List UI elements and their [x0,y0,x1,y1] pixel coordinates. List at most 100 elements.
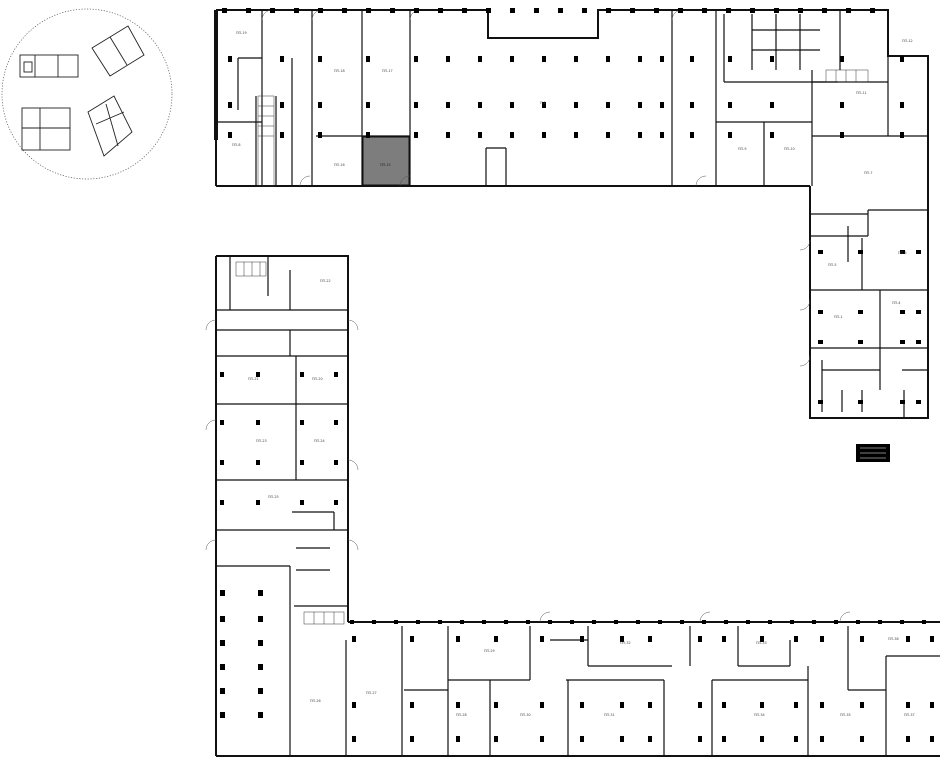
column-pad [366,132,370,138]
column-pad [414,132,418,138]
column-pad [280,132,284,138]
column-pad [900,102,904,108]
column-pad [654,8,659,13]
column-pad [220,664,225,670]
column-pad [822,8,827,13]
column-pad [620,702,624,708]
column-pad [760,636,764,642]
column-pad [906,702,910,708]
unit-label-e-a: ПП-7 [864,171,872,175]
column-pad [366,102,370,108]
unit-label-ne-e: ПП-12 [902,39,913,43]
column-pad [258,590,263,596]
column-pad [558,8,563,13]
unit-labels: ПП-19 ПП-18 ПП-17 ПП-16 ПП-15 П-1 ПП-8 П… [232,31,915,717]
column-pad [352,636,356,642]
column-pad [834,620,838,624]
unit-label-s-g: ПП-32 [620,641,631,645]
column-pad [318,56,322,62]
column-pad [228,56,232,62]
column-pad [542,56,546,62]
column-pad [820,736,824,742]
column-pad [930,736,934,742]
column-pad [680,620,684,624]
column-pad [916,400,921,404]
column-pad [728,102,732,108]
column-pad [916,310,921,314]
column-pad [620,736,624,742]
column-pad [220,460,224,465]
column-pad [228,102,232,108]
unit-label-ne-d: ПП-11 [856,91,867,95]
column-pad [526,620,530,624]
column-pad [728,132,732,138]
column-pad [300,372,304,377]
column-pad [456,636,460,642]
column-pad [438,620,442,624]
column-pad [660,132,664,138]
unit-label-w-a: ПП-19 [236,31,247,35]
unit-label-lw-d: ПП-20 [312,377,323,381]
column-pad [462,8,467,13]
column-pad [540,636,544,642]
column-pad [728,56,732,62]
staircases [235,69,869,625]
unit-label-s-j: ПП-35 [840,713,851,717]
column-pad [494,636,498,642]
column-pad [540,702,544,708]
column-pad [860,736,864,742]
column-pad [486,8,491,13]
columns [220,8,934,742]
column-pad [494,702,498,708]
column-pad [840,132,844,138]
column-pad [574,132,578,138]
column-pad [768,620,772,624]
column-pad [690,132,694,138]
column-pad [774,8,779,13]
column-pad [220,590,225,596]
column-pad [660,56,664,62]
unit-label-s-h: ПП-33 [756,641,767,645]
unit-label-s-i: ПП-34 [754,713,765,717]
column-pad [318,132,322,138]
unit-label-lw-g: ПП-25 [268,495,279,499]
unit-label-ne-a: ПП-8 [232,143,240,147]
unit-label-e-d: ПП-4 [892,301,900,305]
selected-unit[interactable] [362,136,410,186]
column-pad [900,132,904,138]
column-pad [390,8,395,13]
column-pad [760,702,764,708]
building-outline [215,9,940,757]
column-pad [222,8,227,13]
unit-label-hall: П-1 [540,101,546,105]
column-pad [580,636,584,642]
column-pad [258,616,263,622]
column-pad [702,8,707,13]
column-pad [258,640,263,646]
column-pad [482,620,486,624]
column-pad [900,250,905,254]
column-pad [256,500,260,505]
unit-label-selected: ПП-15 [380,163,391,167]
column-pad [574,56,578,62]
column-pad [534,8,539,13]
column-pad [794,702,798,708]
column-pad [456,736,460,742]
column-pad [570,620,574,624]
north-wing-walls [214,10,928,186]
column-pad [606,56,610,62]
column-pad [818,250,823,254]
column-pad [812,620,816,624]
column-pad [726,8,731,13]
column-pad [438,8,443,13]
unit-label-ne-b: ПП-9 [738,147,746,151]
unit-label-s-d: ПП-29 [484,649,495,653]
column-pad [870,8,875,13]
column-pad [300,420,304,425]
column-pad [366,8,371,13]
column-pad [900,340,905,344]
column-pad [446,102,450,108]
column-pad [790,620,794,624]
column-pad [294,8,299,13]
